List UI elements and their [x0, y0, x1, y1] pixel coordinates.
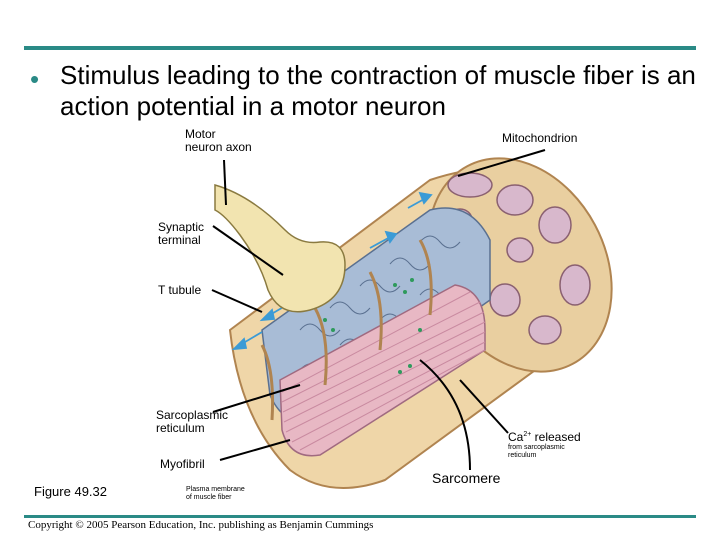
mitochondrion	[538, 206, 572, 244]
label-myofibril: Myofibril	[160, 457, 205, 471]
bottom-rule	[24, 515, 696, 518]
leader-myofibril	[219, 439, 291, 461]
calcium-ions	[323, 278, 422, 374]
t-tubules	[260, 239, 433, 421]
label-mitochondrion: Mitochondrion	[502, 131, 578, 145]
leader-t-tubule	[211, 289, 263, 313]
leader-ca-released	[459, 379, 509, 434]
myofibril-stripes	[281, 291, 486, 451]
label-sarcoplasmic-reticulum: Sarcoplasmic reticulum	[156, 408, 229, 435]
label-plasma-membrane: Plasma membrane of muscle fiber	[186, 486, 245, 501]
myofibril	[279, 284, 486, 457]
motor-neuron-axon	[214, 184, 346, 313]
leader-lines	[211, 149, 546, 471]
mitochondrion	[489, 283, 521, 317]
top-rule	[24, 46, 696, 50]
leader-sarcomere	[419, 359, 471, 471]
label-ca-from-reticulum: from sarcoplasmic reticulum	[508, 444, 565, 459]
label-sarcomere: Sarcomere	[432, 470, 501, 486]
mitochondrion	[559, 264, 591, 306]
mitochondrion	[506, 237, 534, 263]
leader-sarcoplasmic-reticulum	[212, 384, 301, 413]
label-motor-neuron-axon: Motor neuron axon	[185, 127, 252, 154]
title-bullet: •	[30, 64, 40, 94]
label-t-tubule: T tubule	[158, 283, 202, 297]
slide-title: Stimulus leading to the contraction of m…	[60, 60, 696, 121]
label-ca-released: Ca2+ released	[508, 430, 581, 444]
mitochondrion	[447, 172, 493, 198]
figure-label: Figure 49.32	[34, 484, 107, 499]
label-synaptic-terminal: Synaptic terminal	[158, 220, 205, 247]
action-potential-arrows	[231, 191, 433, 351]
mitochondrion	[528, 315, 562, 345]
leader-motor-neuron	[223, 159, 227, 206]
leader-mitochondrion	[457, 149, 546, 177]
mitochondrion	[496, 184, 534, 216]
copyright-notice: Copyright © 2005 Pearson Education, Inc.…	[28, 519, 374, 531]
leader-synaptic-terminal	[212, 225, 284, 276]
